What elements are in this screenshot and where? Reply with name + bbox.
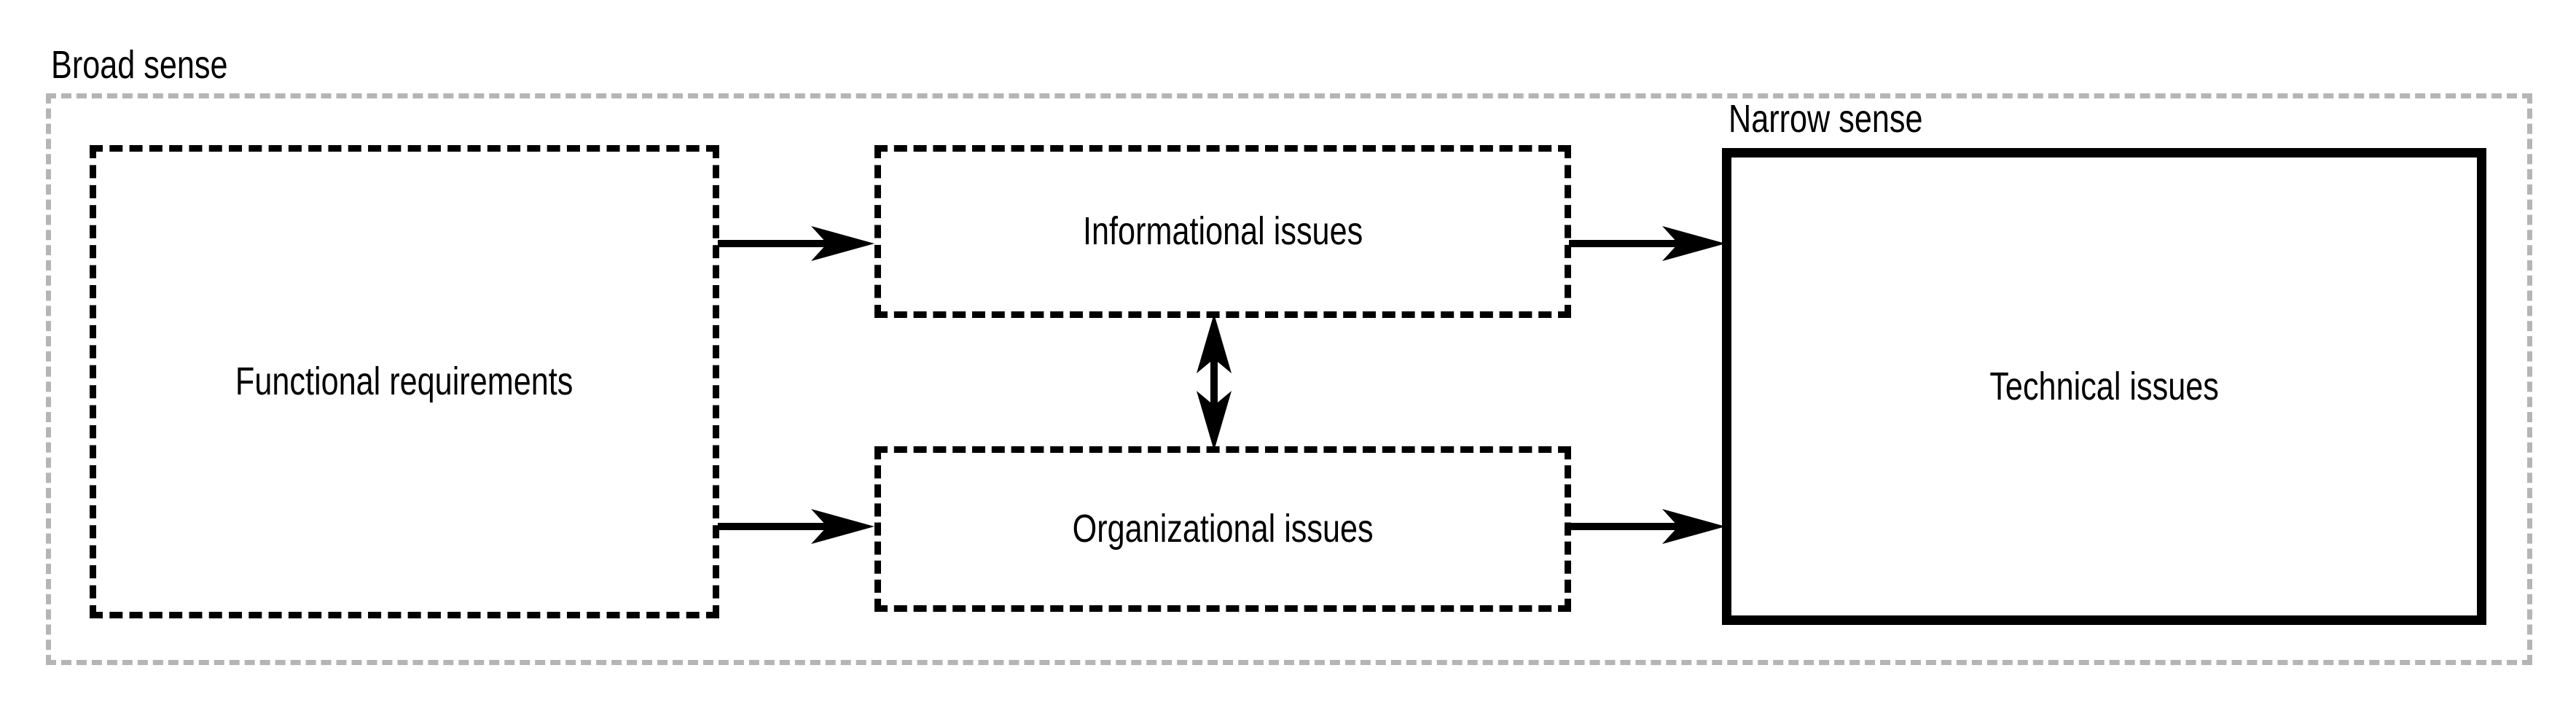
- node-informational-issues-label: Informational issues: [1082, 209, 1363, 254]
- node-technical-issues[interactable]: Technical issues: [1722, 148, 2486, 625]
- node-technical-issues-label: Technical issues: [1989, 364, 2219, 408]
- node-informational-issues[interactable]: Informational issues: [874, 145, 1571, 318]
- node-organizational-issues-label: Organizational issues: [1072, 507, 1374, 551]
- broad-sense-label: Broad sense: [51, 43, 228, 87]
- narrow-sense-label: Narrow sense: [1729, 99, 1925, 139]
- node-functional-requirements-label: Functional requirements: [235, 360, 573, 404]
- broad-sense-frame: [46, 93, 2532, 665]
- node-functional-requirements[interactable]: Functional requirements: [90, 145, 719, 618]
- node-organizational-issues[interactable]: Organizational issues: [874, 446, 1571, 612]
